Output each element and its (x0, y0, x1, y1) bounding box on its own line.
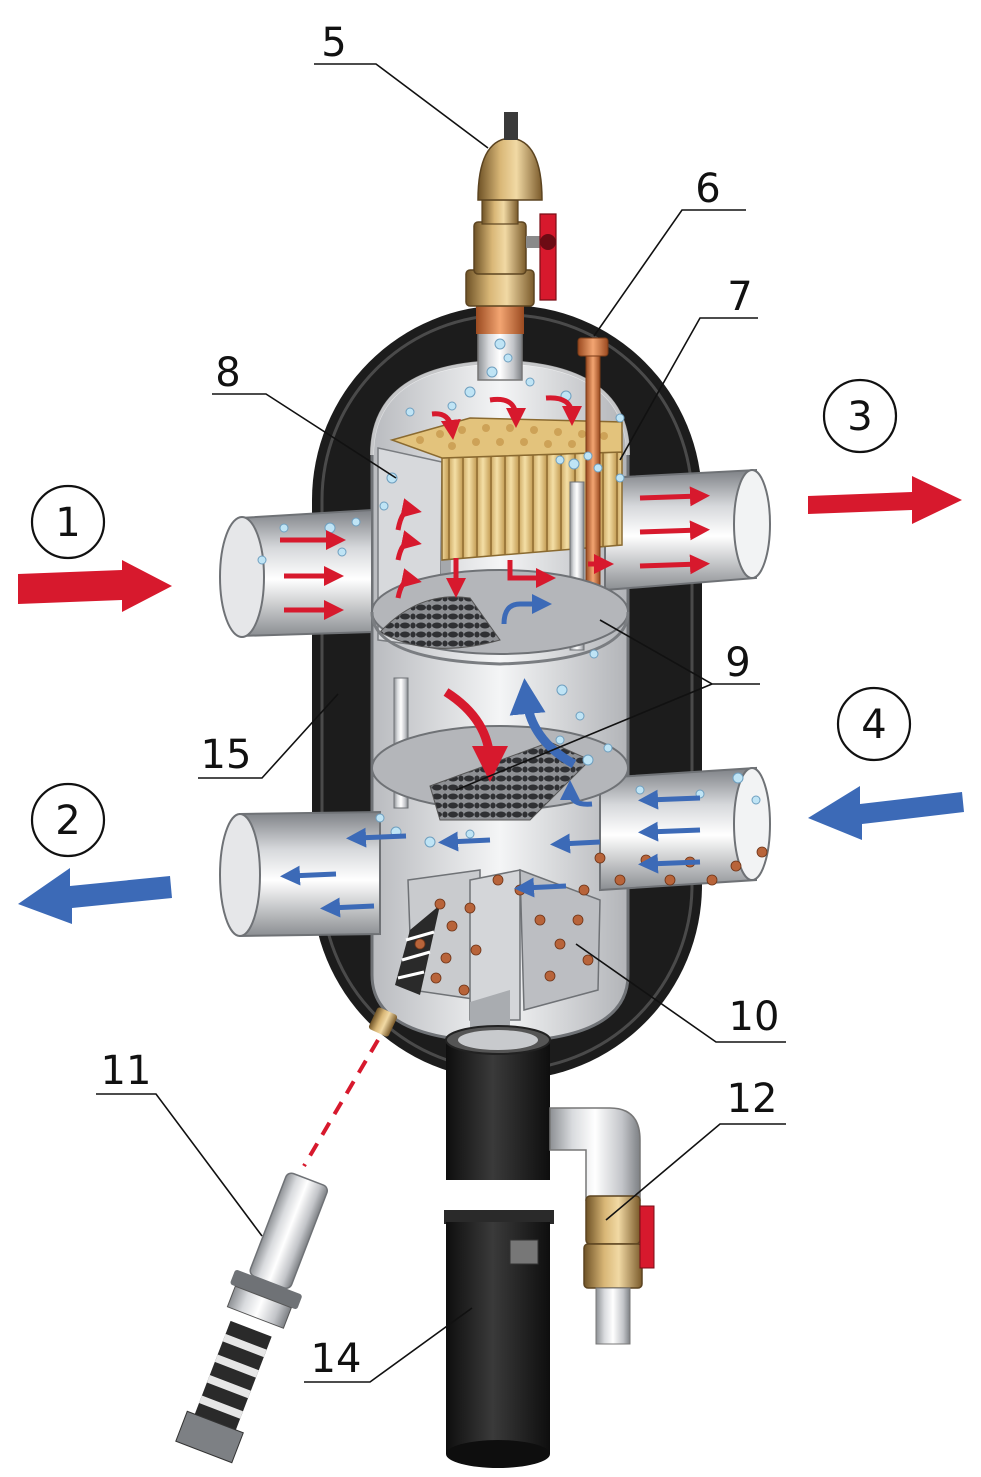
label-3: 3 (847, 394, 872, 440)
label-12: 12 (727, 1076, 778, 1122)
label-8: 8 (215, 350, 240, 396)
outlet-arrow-hot (808, 476, 962, 524)
label-1: 1 (55, 500, 80, 546)
label-4: 4 (861, 702, 886, 748)
air-vent-valve (465, 112, 557, 307)
sensor-pocket (577, 337, 609, 601)
circled-label-3: 3 (822, 378, 898, 454)
inlet-arrow-hot (18, 560, 172, 612)
label-9: 9 (725, 640, 750, 686)
magnet-dashed-path (302, 1038, 380, 1168)
removable-magnet (175, 1172, 328, 1464)
label-11: 11 (101, 1048, 152, 1094)
drain-valve (583, 1195, 655, 1345)
label-5: 5 (321, 20, 346, 66)
label-7: 7 (727, 274, 752, 320)
cold-flow-arrows (280, 594, 701, 918)
label-2: 2 (55, 798, 80, 844)
outlet-arrow-cold (18, 868, 172, 924)
circled-label-4: 4 (836, 686, 912, 762)
label-10: 10 (729, 994, 780, 1040)
inlet-arrow-cold (808, 786, 964, 840)
hot-flow-arrows (280, 395, 710, 782)
circled-label-2: 2 (30, 782, 106, 858)
leader-lines (96, 63, 786, 1383)
drain-elbow (549, 1107, 641, 1201)
label-14: 14 (311, 1336, 362, 1382)
magnet-well (368, 905, 440, 1037)
drain-pipe (444, 1025, 554, 1468)
label-15: 15 (201, 732, 252, 778)
label-6: 6 (695, 166, 720, 212)
circled-label-1: 1 (30, 484, 106, 560)
upper-perforated-disk (370, 569, 630, 666)
